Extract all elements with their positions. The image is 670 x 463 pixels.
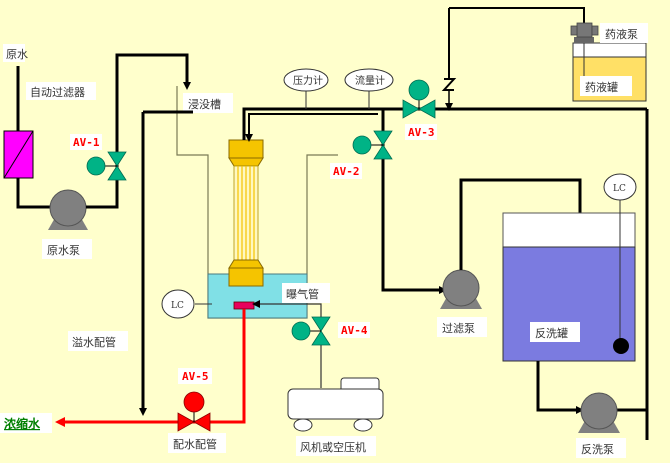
lc-label: LC xyxy=(613,184,626,194)
lc-label: LC xyxy=(171,301,184,311)
actuator-icon xyxy=(183,391,205,413)
flow-meter-label: 流量计 xyxy=(355,74,385,87)
level-controller-backwash[interactable]: LC xyxy=(603,173,637,354)
raw-water-label: 原水 xyxy=(6,48,28,61)
av5-label: AV-5 xyxy=(182,370,209,383)
air-supply-pipe xyxy=(252,300,322,316)
backwash-tank-label: 反洗罐 xyxy=(535,327,568,340)
level-controller-immersion[interactable]: LC xyxy=(161,289,212,319)
valve-av4[interactable] xyxy=(291,316,331,346)
actuator-icon xyxy=(352,135,372,155)
av3-label: AV-3 xyxy=(408,126,435,139)
blower-icon xyxy=(287,388,384,420)
raw-water-inlet: 原水 xyxy=(3,44,28,131)
backwash-pump-icon xyxy=(580,392,618,430)
backwash-suction-pipe xyxy=(536,361,584,414)
chemical-tank: 药液罐 xyxy=(572,42,647,102)
overflow-pipe-label: 溢水配管 xyxy=(72,335,116,349)
aeration-tube-icon xyxy=(233,301,255,310)
pressure-gauge[interactable]: 压力计 xyxy=(283,68,329,109)
pressure-gauge-label: 压力计 xyxy=(293,74,323,87)
chemical-pump-label: 药液泵 xyxy=(605,27,638,41)
valve-av2[interactable] xyxy=(352,130,393,160)
filter-pump-label: 过滤泵 xyxy=(442,322,475,335)
actuator-icon xyxy=(408,79,430,101)
av2-label: AV-2 xyxy=(333,165,360,178)
raw-water-pump: 原水泵 xyxy=(42,189,92,259)
drain-pipe-label: 配水配管 xyxy=(173,437,217,451)
chemical-pump-icon xyxy=(576,22,593,38)
aeration-tube-label: 曝气管 xyxy=(286,287,319,301)
flow-meter[interactable]: 流量计 xyxy=(344,68,394,109)
av1-label: AV-1 xyxy=(73,136,100,149)
blower-compressor: 风机或空压机 xyxy=(287,377,384,456)
check-valve-icon xyxy=(441,78,457,91)
actuator-icon xyxy=(291,321,311,341)
actuator-icon xyxy=(86,156,106,176)
auto-filter: 自动过滤器 xyxy=(3,82,96,179)
auto-filter-label: 自动过滤器 xyxy=(30,86,85,99)
filter-pump-icon xyxy=(442,269,480,307)
chemical-tank-label: 药液罐 xyxy=(585,80,618,94)
membrane-module xyxy=(228,139,264,287)
valve-av1[interactable] xyxy=(86,151,127,181)
filter-pump: 过滤泵 xyxy=(437,269,487,337)
filter-outlet-pipe xyxy=(16,178,55,209)
backwash-pump: 反洗泵 xyxy=(576,392,626,458)
raw-water-label-bg xyxy=(3,44,25,62)
concentrate-drain-pipe xyxy=(55,309,246,427)
blower-label: 风机或空压机 xyxy=(300,440,366,454)
raw-feed-pipe xyxy=(86,53,191,209)
backwash-tank: 反洗罐 xyxy=(502,212,636,362)
concentrate-output-label: 浓缩水 xyxy=(4,416,41,431)
raw-pump-icon xyxy=(49,189,87,227)
valve-av3[interactable] xyxy=(402,79,436,119)
valve-av5[interactable] xyxy=(177,391,211,432)
backwash-pump-label: 反洗泵 xyxy=(581,443,614,456)
filter-pump-outlet-pipe xyxy=(459,178,584,270)
raw-pump-label: 原水泵 xyxy=(47,244,80,257)
chemical-pump: 药液泵 xyxy=(570,22,648,43)
av4-label: AV-4 xyxy=(341,324,368,337)
immersion-tank-label: 浸没槽 xyxy=(188,98,221,111)
level-sensor-float-icon xyxy=(613,338,629,354)
